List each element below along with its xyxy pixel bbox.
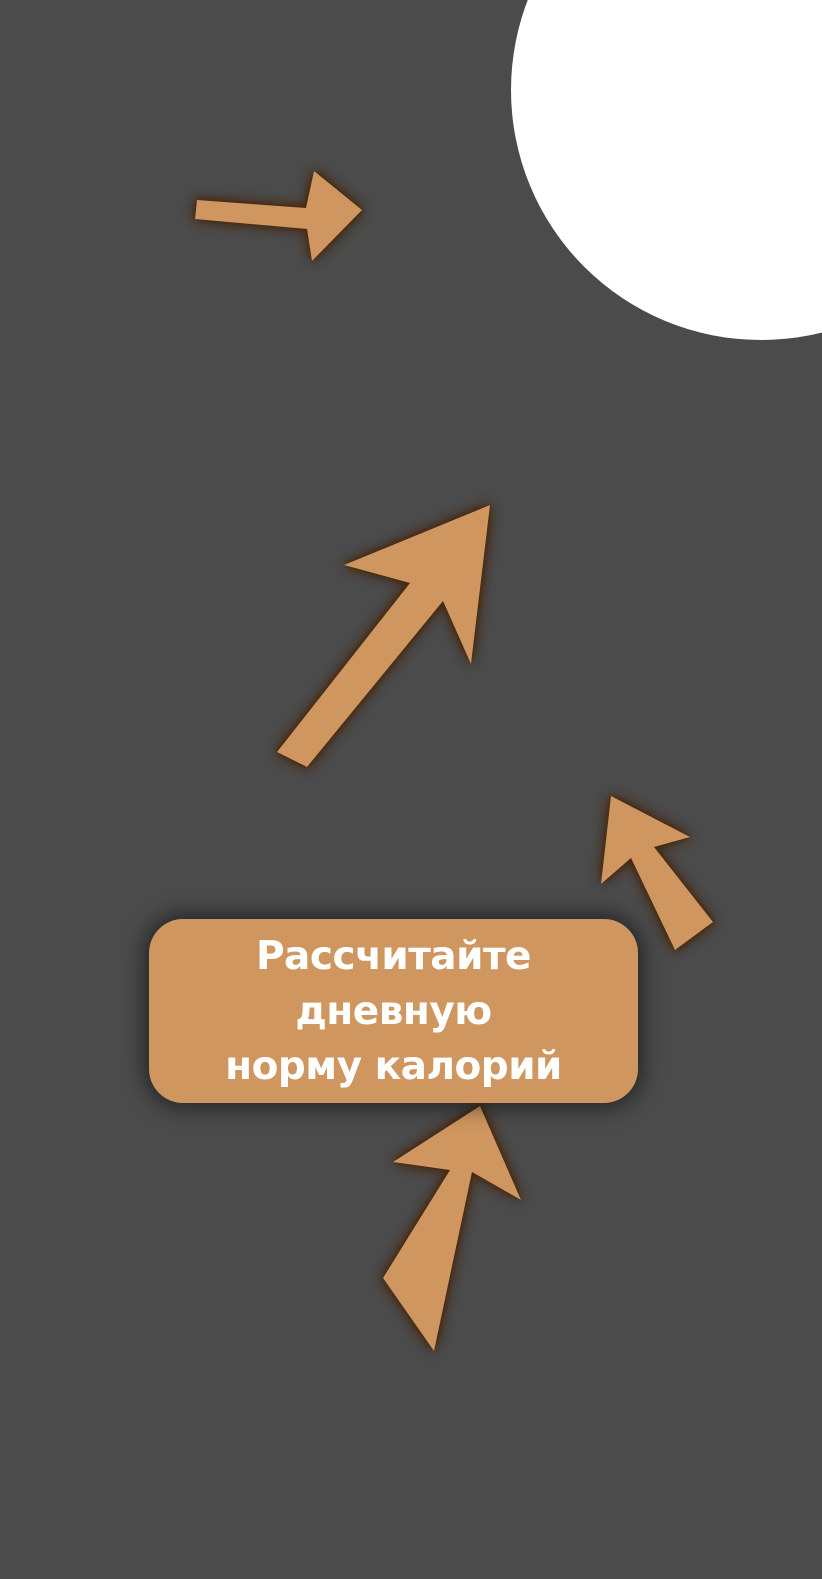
cta-label-line2: норму калорий <box>225 1043 562 1089</box>
arrow-right-icon <box>195 171 362 261</box>
calculate-calories-button[interactable]: Рассчитайте дневную норму калорий <box>149 919 638 1103</box>
arrow-up-right-icon <box>277 505 490 767</box>
arrow-up-left-icon <box>601 796 713 950</box>
calculate-calories-button-label: Рассчитайте дневную норму калорий <box>159 929 628 1094</box>
arrow-up-icon <box>383 1106 521 1351</box>
cta-label-line1: Рассчитайте дневную <box>255 933 532 1034</box>
